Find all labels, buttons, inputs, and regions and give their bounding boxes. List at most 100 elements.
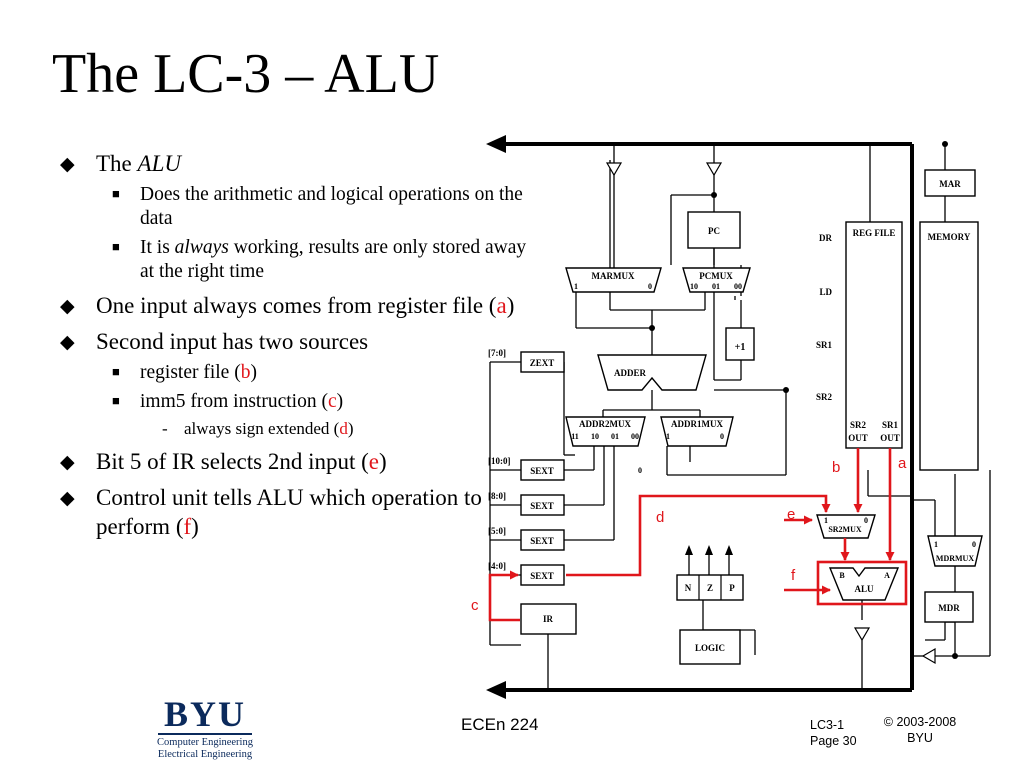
sr2mux-label: SR2MUX [828,525,862,534]
copyright-holder: BYU [907,731,933,745]
mdrmux-in-0: 0 [972,540,976,549]
n-flag-label: N [685,583,692,593]
const-zero: 0 [638,466,642,475]
lc3-datapath-diagram: MAR MEMORY REG FILE DR LD SR1 SR2 SR2 OU… [471,135,991,699]
subbullet-text-pre: It is [140,237,175,258]
diamond-bullet-icon: ◆ [60,452,75,473]
sr2out-label-top: SR2 [850,420,867,430]
marmux-label: MARMUX [592,271,635,281]
addr1mux-shape [660,416,734,447]
zext-label: ZEXT [530,358,555,368]
square-bullet-icon: ■ [112,393,120,408]
sext1-box [520,459,565,481]
footer-page-id: LC3-1 [810,718,845,732]
regfile-box [845,221,903,449]
logic-box [679,629,741,665]
alu-label: ALU [854,584,874,594]
field-4-0-label: [4:0] [488,561,506,571]
pcmux-in-10: 10 [690,282,698,291]
bus-lines [502,142,914,692]
subsubbullet-close: ) [347,419,354,438]
tag-c: c [327,391,337,412]
memory-box [919,221,979,471]
footer-copyright: © 2003-2008 BYU [870,714,970,746]
bus-arrowhead-bottom [486,681,506,699]
mar-box [924,169,976,197]
bullet-input-one: ◆ One input always comes from register fi… [58,291,528,320]
addr2mux-in-00: 00 [631,432,639,441]
dash-bullet: - [162,419,168,438]
alu-input-b-label: B [839,571,845,580]
sr2-label: SR2 [816,392,833,402]
subsubbullet-signext: -always sign extended (d) [58,418,528,440]
bullet-input-two: ◆Second input has two sources [58,327,528,356]
sext3-box [520,529,565,551]
byu-logo: BYU Computer Engineering Electrical Engi… [150,696,260,761]
sr2mux-in-1: 1 [824,516,828,525]
logo-divider [158,733,252,735]
logo-sub-line-1: Computer Engineering [157,737,253,748]
mar-label: MAR [939,179,961,189]
label-e: e [787,506,795,523]
pcmux-in-00: 00 [734,282,742,291]
bullet-text: Bit 5 of IR selects 2nd input ( [96,449,369,474]
bullet-close: ) [506,293,515,318]
pc-label: PC [708,226,720,236]
square-bullet-icon: ■ [112,364,120,379]
regfile-label: REG FILE [853,228,896,238]
mdrmux-shape [927,535,983,567]
label-c: c [471,597,479,614]
ld-label: LD [819,287,832,297]
field-5-0-label: [5:0] [488,526,506,536]
diamond-bullet-icon: ◆ [60,296,75,317]
nzp-arrow-stems [688,555,730,575]
addr2mux-in-10: 10 [591,432,599,441]
square-bullet-icon: ■ [112,239,120,254]
tag-f: f [183,514,192,539]
tristate-mdr-icon [921,647,936,665]
sext2-label: SEXT [530,501,554,511]
label-f: f [791,567,796,584]
sext1-label: SEXT [530,466,554,476]
nzp-arrow-p-icon [725,545,733,555]
diamond-bullet-icon: ◆ [60,154,75,175]
sext2-box [520,494,565,516]
zext-box [520,351,565,373]
bullet-bit5: ◆Bit 5 of IR selects 2nd input (e) [58,447,528,476]
mdrmux-label: MDRMUX [936,554,974,563]
subbullet-text-post: working, results are only stored away at… [140,237,527,282]
marmux-shape [565,267,662,293]
tag-e: e [368,449,379,474]
tristate-marmux-icon [605,162,623,177]
tristate-alu-icon [853,627,871,642]
subbullet-arith: ■Does the arithmetic and logical operati… [58,183,528,231]
p-flag-label: P [729,583,735,593]
addr1mux-in-1: 1 [666,432,670,441]
bullet-text: One input always comes from register fil… [96,293,497,318]
mdr-box [924,591,974,623]
footer-page-info: LC3-1 Page 30 [810,717,857,749]
junction-dots [649,141,958,659]
alu-shape [828,567,900,601]
sr2out-label-bottom: OUT [848,433,868,443]
pcmux-in-01: 01 [712,282,720,291]
diamond-bullet-icon: ◆ [60,332,75,353]
field-7-0-label: [7:0] [488,348,506,358]
field-10-0-label: [10:0] [488,456,511,466]
z-flag-label: Z [707,583,713,593]
adder-label: ADDER [614,368,647,378]
addr2mux-label: ADDR2MUX [579,419,631,429]
memory-label: MEMORY [928,232,971,242]
label-a: a [898,455,907,472]
sext4-box [520,564,565,586]
marmux-in-1: 1 [574,282,578,291]
subbullet-text: register file ( [140,362,241,383]
subbullet-emphasis: always [174,237,229,258]
slide-title: The LC-3 – ALU [52,43,440,105]
mdr-label: MDR [938,603,960,613]
ir-box [520,603,577,635]
nzp-box [676,574,744,601]
bullet-alu: ◆The ALU [58,149,528,178]
bullet-text: The [96,151,138,176]
sext3-label: SEXT [530,536,554,546]
